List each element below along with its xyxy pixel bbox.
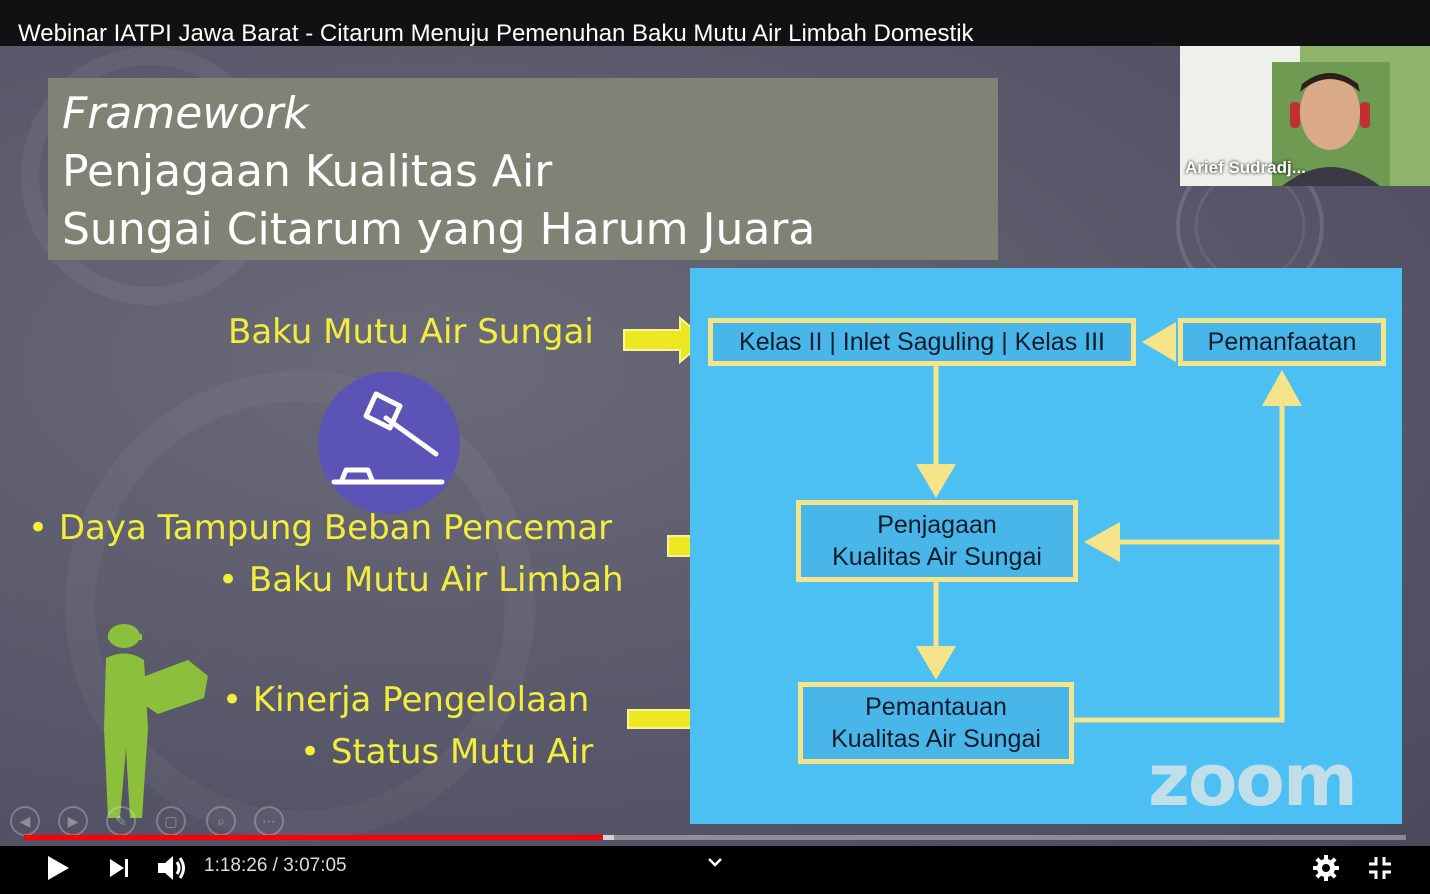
video-player[interactable]: Framework Penjagaan Kualitas Air Sungai … xyxy=(0,0,1430,846)
next-icon xyxy=(110,859,128,877)
zoom-prev-slide-icon[interactable]: ◀ xyxy=(10,806,40,836)
label-baku-mutu-air-sungai: Baku Mutu Air Sungai xyxy=(228,312,594,352)
label-kinerja-text: Kinerja Pengelolaan xyxy=(252,680,590,720)
label-status-mutu-air: • Status Mutu Air xyxy=(300,732,594,772)
chapter-expand-button[interactable] xyxy=(704,850,726,874)
participant-video-thumbnail[interactable] xyxy=(1180,46,1430,186)
zoom-more-icon[interactable]: ⋯ xyxy=(254,806,284,836)
volume-button[interactable] xyxy=(154,850,188,886)
settings-button[interactable] xyxy=(1308,850,1344,886)
label-kinerja-pengelolaan: • Kinerja Pengelolaan xyxy=(222,680,590,720)
diagram-box-pemanfaatan: Pemanfaatan xyxy=(1178,318,1386,366)
player-controls xyxy=(0,846,1430,894)
progress-played xyxy=(24,835,603,840)
exit-fullscreen-icon xyxy=(1369,857,1391,879)
play-button[interactable] xyxy=(40,850,76,886)
slide-heading-framework: Framework xyxy=(62,88,309,139)
play-icon xyxy=(48,856,69,880)
zoom-window-icon[interactable]: ▢ xyxy=(156,806,186,836)
diagram-box-pemantauan: Pemantauan Kualitas Air Sungai xyxy=(798,682,1074,764)
worker-silhouette-icon xyxy=(104,624,208,818)
diagram-box-penjagaan: Penjagaan Kualitas Air Sungai xyxy=(796,500,1078,582)
pemantauan-line-2: Kualitas Air Sungai xyxy=(831,725,1041,753)
zoom-watermark: zoom xyxy=(1148,738,1358,822)
volume-icon xyxy=(158,856,185,880)
participant-name-label: Arief Sudradj... xyxy=(1185,158,1306,177)
video-title-bar xyxy=(0,0,1430,46)
label-baku-mutu-air-limbah-text: Baku Mutu Air Limbah xyxy=(248,560,624,600)
exit-fullscreen-button[interactable] xyxy=(1362,850,1398,886)
penjagaan-line-1: Penjagaan xyxy=(877,511,997,539)
label-status-mutu-text: Status Mutu Air xyxy=(330,732,594,772)
settings-icon xyxy=(1313,855,1339,881)
chevron-down-icon xyxy=(708,858,722,867)
pemantauan-line-1: Pemantauan xyxy=(865,693,1007,721)
progress-bar[interactable] xyxy=(24,835,1406,840)
gavel-icon xyxy=(318,372,460,514)
penjagaan-line-2: Kualitas Air Sungai xyxy=(832,543,1042,571)
participant-person-image xyxy=(1272,62,1390,186)
zoom-annotate-icon[interactable]: ✎ xyxy=(106,806,136,836)
video-title: Webinar IATPI Jawa Barat - Citarum Menuj… xyxy=(18,20,974,47)
time-display: 1:18:26 / 3:07:05 xyxy=(204,855,347,876)
slide-title-box xyxy=(48,78,998,260)
zoom-magnify-icon[interactable]: ⌕ xyxy=(206,806,236,836)
label-baku-mutu-air-limbah: • Baku Mutu Air Limbah xyxy=(218,560,624,600)
diagram-box-kelas: Kelas II | Inlet Saguling | Kelas III xyxy=(708,318,1136,366)
label-daya-tampung: • Daya Tampung Beban Pencemar xyxy=(28,508,613,548)
slide-heading-line-3: Sungai Citarum yang Harum Juara xyxy=(62,204,816,255)
label-daya-tampung-text: Daya Tampung Beban Pencemar xyxy=(58,508,613,548)
zoom-next-slide-icon[interactable]: ▶ xyxy=(58,806,88,836)
next-button[interactable] xyxy=(104,850,134,886)
diagram-connectors xyxy=(916,322,1302,723)
slide-heading-line-2: Penjagaan Kualitas Air xyxy=(62,146,553,197)
